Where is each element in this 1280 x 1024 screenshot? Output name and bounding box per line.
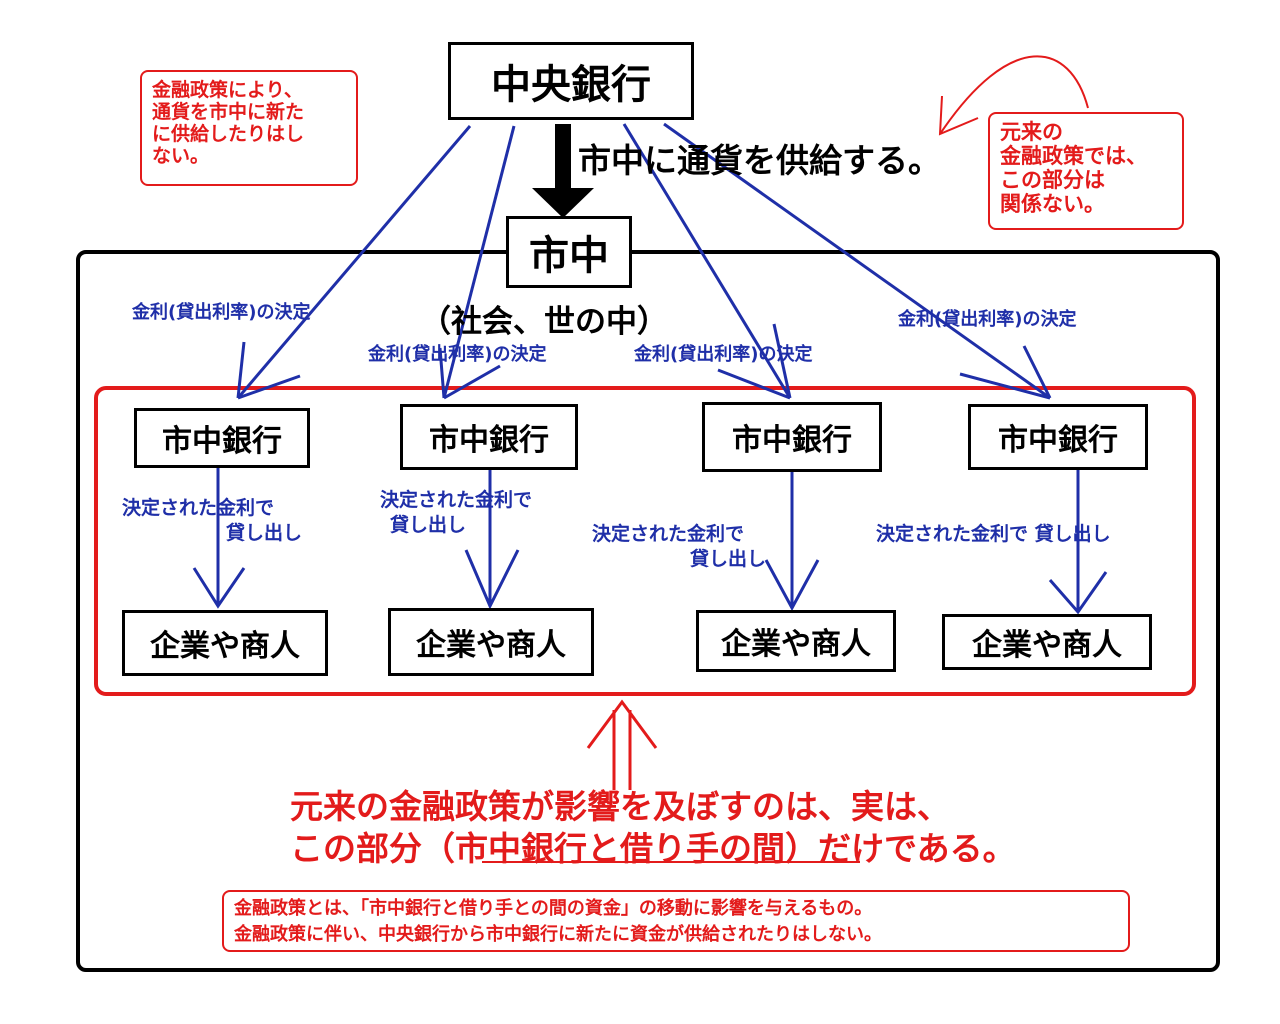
bank-label: 市中銀行 <box>998 423 1118 458</box>
main-line-2-b: 市中銀行と借り手の間 <box>455 828 785 868</box>
lend-label-2: 決定された金利で 貸し出し <box>380 488 532 537</box>
supply-text: 市中に通貨を供給する。 <box>578 141 941 180</box>
note-bottom: 金融政策とは、「市中銀行と借り手との間の資金」の移動に影響を与えるもの。 金融政… <box>222 890 1130 952</box>
rate-label-1: 金利(貸出利率)の決定 <box>132 302 311 323</box>
market-label: 市中 <box>529 233 609 279</box>
firm-label: 企業や商人 <box>972 628 1122 663</box>
rate-label-3: 金利(貸出利率)の決定 <box>634 344 813 365</box>
note-right-line: 元来の <box>1000 120 1063 144</box>
market-frame <box>76 250 1220 972</box>
society-text: （社会、世の中） <box>420 304 668 340</box>
note-left-line: 金融政策により、 <box>152 79 303 101</box>
firm-box-3: 企業や商人 <box>696 610 896 672</box>
main-line-1: 元来の金融政策が影響を及ぼすのは、実は、 <box>290 787 950 826</box>
firm-box-4: 企業や商人 <box>942 614 1152 670</box>
main-line-2-a: この部分（ <box>290 828 455 868</box>
lend-line2: 貸し出し <box>226 521 303 544</box>
bank-firm-frame <box>94 386 1196 696</box>
bank-box-1: 市中銀行 <box>134 408 310 468</box>
lend-label-4: 決定された金利で 貸し出し <box>876 523 1111 545</box>
note-right-line: 関係ない。 <box>1000 192 1105 217</box>
note-pointer-head <box>938 95 979 136</box>
note-pointer-curve <box>939 55 1089 135</box>
lend-line1: 決定された金利で <box>122 497 275 519</box>
lend-line2: 貸し出し <box>690 547 767 570</box>
lend-line2: 貸し出し <box>390 513 467 536</box>
lend-label-3: 決定された金利で 貸し出し <box>592 522 766 571</box>
bank-box-2: 市中銀行 <box>400 404 578 470</box>
bank-label: 市中銀行 <box>429 423 549 458</box>
central-bank-box: 中央銀行 <box>448 42 694 120</box>
note-left: 金融政策により、 通貨を市中に新た に供給したりはし ない。 <box>140 70 358 186</box>
note-right-line: この部分は <box>1000 168 1105 193</box>
bank-box-4: 市中銀行 <box>968 404 1148 470</box>
supply-arrow-head <box>532 188 594 218</box>
note-right-line: 金融政策では、 <box>1000 144 1147 169</box>
lend-line1: 決定された金利で <box>380 489 533 511</box>
note-bottom-line: 金融政策に伴い、中央銀行から市中銀行に新たに資金が供給されたりはしない。 <box>234 924 882 946</box>
firm-label: 企業や商人 <box>150 629 300 664</box>
bank-label: 市中銀行 <box>732 423 852 458</box>
note-left-line: ない。 <box>152 144 210 167</box>
note-right: 元来の 金融政策では、 この部分は 関係ない。 <box>988 112 1184 230</box>
bank-label: 市中銀行 <box>162 424 282 459</box>
market-box: 市中 <box>506 216 632 288</box>
firm-box-2: 企業や商人 <box>388 608 594 676</box>
firm-label: 企業や商人 <box>721 627 871 662</box>
firm-label: 企業や商人 <box>416 628 566 663</box>
main-line-2: この部分（市中銀行と借り手の間）だけである。 <box>290 828 1016 870</box>
firm-box-1: 企業や商人 <box>122 610 328 676</box>
lend-line1: 決定された金利で <box>592 523 745 545</box>
main-statement: 元来の金融政策が影響を及ぼすのは、実は、 この部分（市中銀行と借り手の間）だけで… <box>290 786 1016 869</box>
bank-box-3: 市中銀行 <box>702 402 882 472</box>
note-left-line: に供給したりはし <box>152 122 305 145</box>
rate-label-4: 金利(貸出利率)の決定 <box>898 309 1077 330</box>
rate-label-2: 金利(貸出利率)の決定 <box>368 344 547 365</box>
lend-arrows <box>192 468 1108 615</box>
note-left-line: 通貨を市中に新た <box>152 100 305 123</box>
main-line-2-c: ）だけである。 <box>785 828 1016 868</box>
double-up-arrow <box>586 699 658 790</box>
lend-label-1: 決定された金利で 貸し出し <box>122 496 302 545</box>
note-bottom-line: 金融政策とは、「市中銀行と借り手との間の資金」の移動に影響を与えるもの。 <box>234 898 873 919</box>
central-bank-label: 中央銀行 <box>491 62 651 108</box>
rate-lines <box>236 122 1052 400</box>
